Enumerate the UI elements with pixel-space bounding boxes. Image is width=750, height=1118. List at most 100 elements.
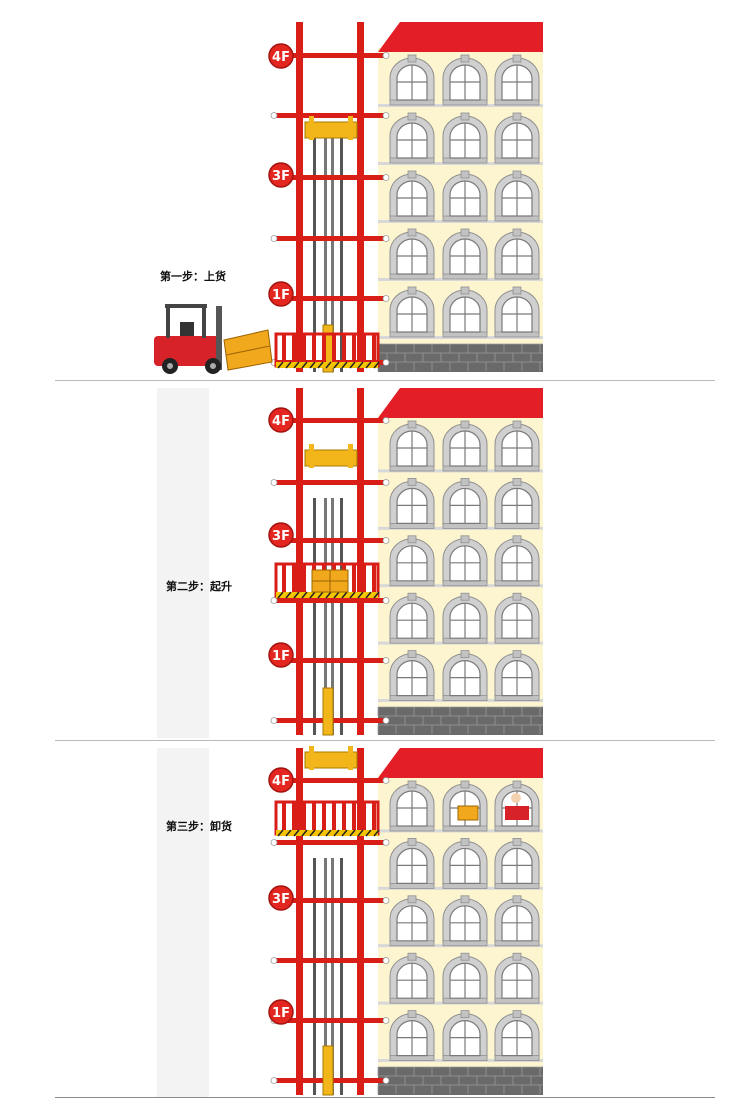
floor-band [378,278,543,281]
floor-marker-3f: 3F [268,522,294,548]
frame-beam [274,598,386,603]
guide-rod [313,498,316,735]
arched-window [494,478,540,529]
wall-anchor [270,957,278,964]
frame-beam [274,898,386,903]
building [377,748,543,1095]
floor-marker-4f: 4F [268,767,294,793]
svg-text:4F: 4F [272,414,290,429]
arched-window [494,286,540,338]
arched-window [494,592,540,644]
wall-anchor [270,235,278,242]
wall-anchor [382,359,390,366]
guide-rod [331,498,334,735]
frame-beam [274,840,386,845]
wall-anchor [270,597,278,604]
frame-beam [274,778,386,783]
arched-window [442,535,488,587]
floor-band [378,162,543,165]
arched-window [442,112,488,164]
label-background-2 [157,388,209,738]
floor-marker-4f: 4F [268,43,294,69]
lift-head [304,746,358,770]
arched-window [389,780,435,832]
worker-icon [505,793,529,820]
wall-anchor [382,537,390,544]
arched-window [442,592,488,644]
divider-2 [55,740,715,741]
hydraulic-cylinder [322,687,334,736]
roof [378,748,543,778]
wall-anchor [382,839,390,846]
floor-marker-1f: 1F [268,999,294,1025]
wall-anchor [382,112,390,119]
arched-window [389,286,435,338]
arched-window [389,478,435,529]
arched-window [389,54,435,106]
arched-window [389,170,435,222]
svg-text:3F: 3F [272,529,290,544]
arched-window [494,650,540,702]
floor-band [378,104,543,107]
guide-rod [313,858,316,1095]
arched-window [389,228,435,280]
wall-anchor [270,717,278,724]
arched-window [389,895,435,947]
guide-rod [324,498,327,735]
svg-text:1F: 1F [272,288,290,303]
arched-window [494,54,540,106]
arched-window [494,420,540,472]
wall-anchor [270,112,278,119]
guide-rod [331,858,334,1095]
arched-window [389,592,435,644]
arched-window [442,952,488,1004]
frame-beam [274,236,386,241]
arched-window [442,420,488,472]
lift-platform [274,332,380,369]
lift-frame [270,22,390,373]
lift-head [304,116,358,140]
arched-window [442,170,488,222]
frame-post [296,388,303,735]
frame-beam [274,53,386,58]
svg-text:4F: 4F [272,50,290,65]
guide-rod [340,858,343,1095]
arched-window [389,650,435,702]
step-label-3: 第三步：卸货 [166,820,232,833]
cargo-crate-icon [223,329,273,371]
wall-anchor [382,52,390,59]
frame-beam [274,658,386,663]
frame-post [357,388,364,735]
arched-window [389,535,435,587]
frame-post [357,748,364,1095]
building [377,388,543,735]
floor-marker-4f: 4F [268,407,294,433]
wall-anchor [382,295,390,302]
wall-anchor [382,479,390,486]
arched-window [442,54,488,106]
hydraulic-cylinder [322,1045,334,1096]
cargo-crate-icon [311,569,349,593]
floor-marker-3f: 3F [268,162,294,188]
frame-beam [274,296,386,301]
cargo-crate-icon [457,805,479,821]
label-background-3 [157,748,209,1098]
svg-text:4F: 4F [272,774,290,789]
arched-window [442,478,488,529]
wall-anchor [382,957,390,964]
arched-window [442,1010,488,1062]
frame-beam [274,958,386,963]
wall-anchor [270,839,278,846]
lift-head [304,444,358,468]
arched-window [494,838,540,889]
brick-base [377,706,543,735]
lift-scene-1: 4F 3F 1F [154,22,543,374]
wall-anchor [382,235,390,242]
roof [378,22,543,52]
lift-platform [274,800,380,837]
forklift-icon [154,304,222,374]
arched-window [494,170,540,222]
guide-rod [324,858,327,1095]
